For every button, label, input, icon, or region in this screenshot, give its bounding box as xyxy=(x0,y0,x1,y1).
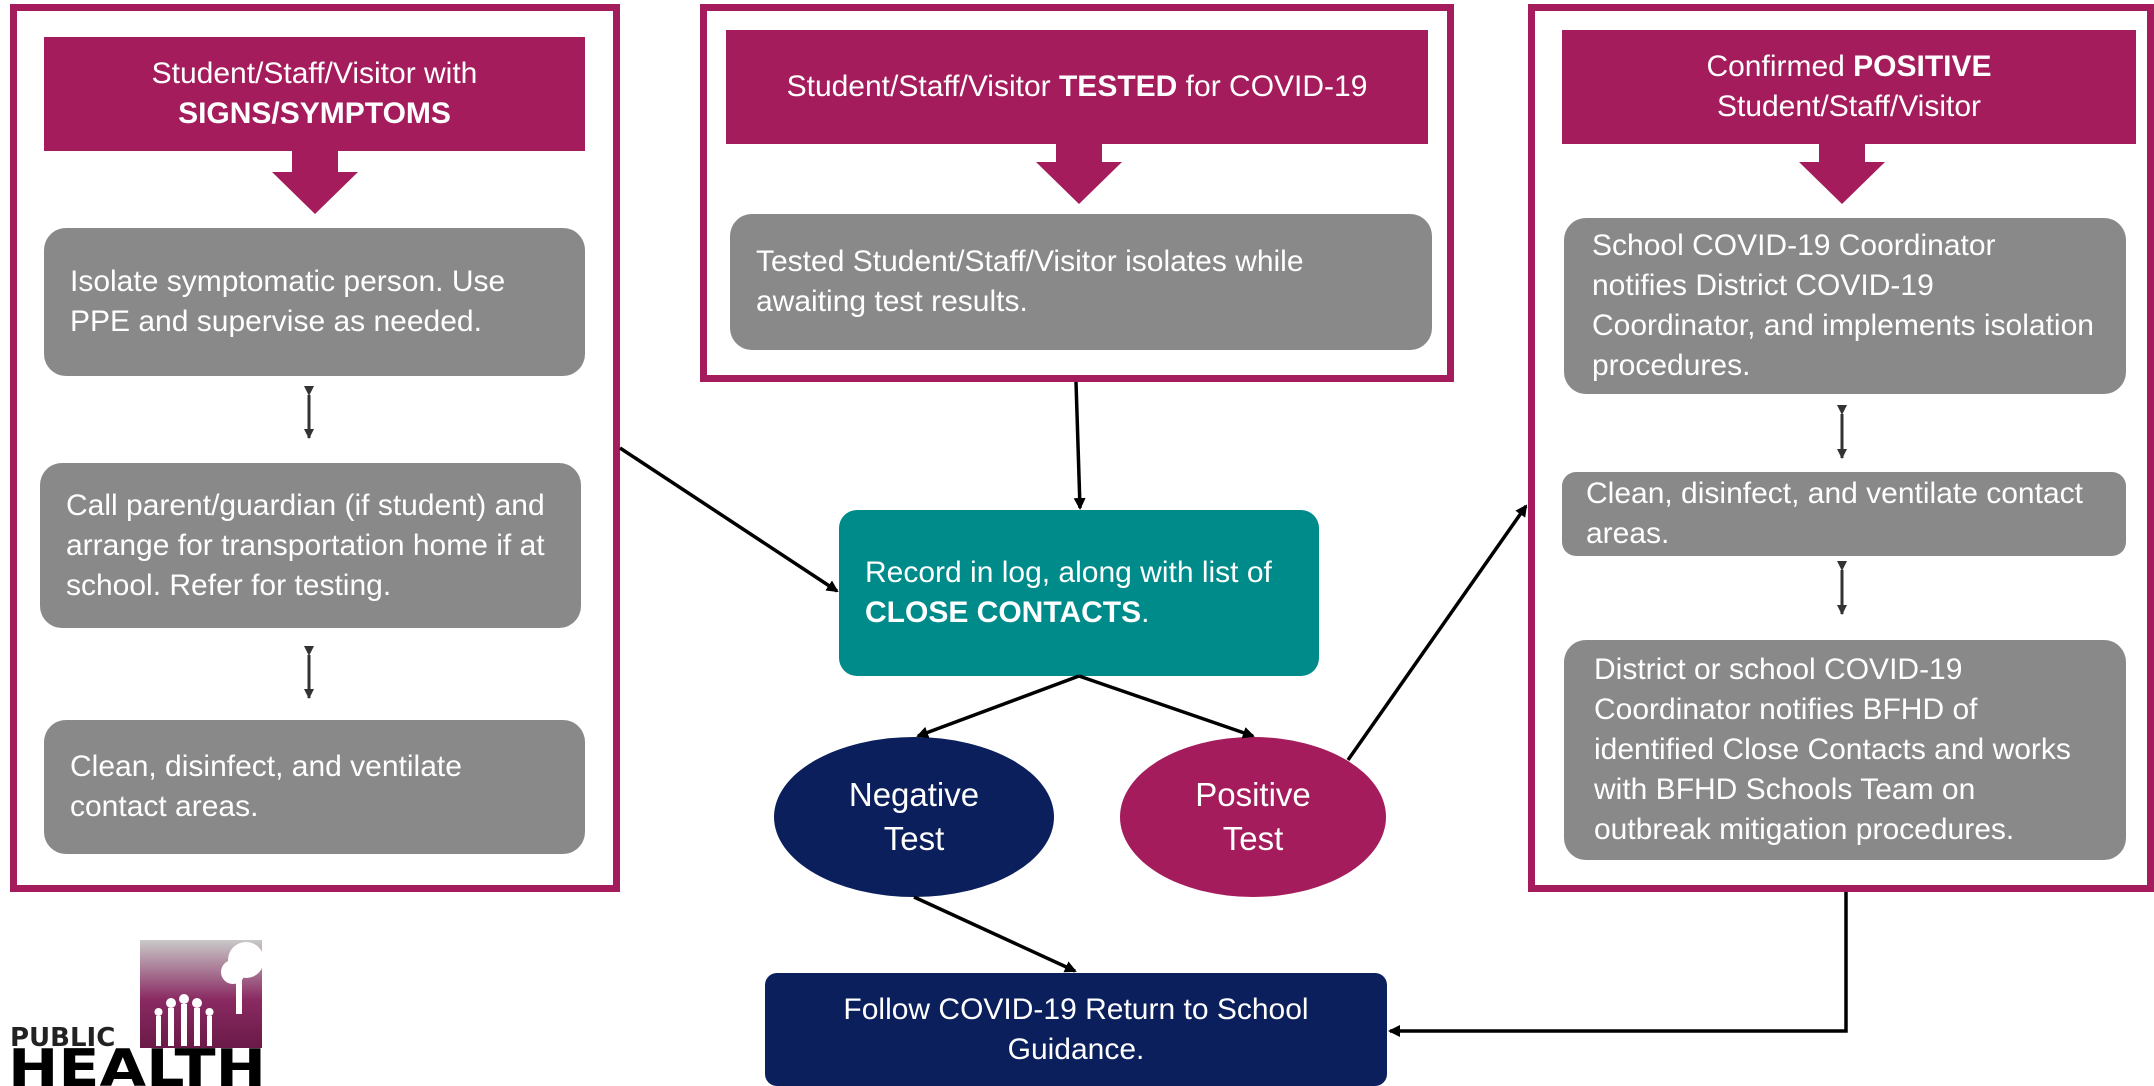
coordinator-notify-step-text: School COVID-19 Coordinator notifies Dis… xyxy=(1592,229,2094,382)
record-to-negative-arrow xyxy=(916,674,1080,739)
tested-down-arrow xyxy=(1036,144,1122,204)
await-results-step: Tested Student/Staff/Visitor isolates wh… xyxy=(730,214,1432,350)
clean-step-left: Clean, disinfect, and ventilate contact … xyxy=(44,720,585,854)
tested-header-text: Student/Staff/Visitor TESTED for COVID-1… xyxy=(786,70,1368,103)
clean-step-right: Clean, disinfect, and ventilate contact … xyxy=(1562,472,2126,556)
return-guidance-text: Follow COVID-19 Return to School Guidanc… xyxy=(843,992,1309,1066)
negative-test-node: Negative Test xyxy=(774,737,1054,897)
symptoms-down-arrow xyxy=(272,151,358,214)
panel-to-guidance-arrow xyxy=(1388,892,1848,1037)
symptoms-header-line1: Student/Staff/Visitor with xyxy=(151,57,478,90)
positive-test-node: Positive Test xyxy=(1120,737,1386,897)
clean-step-right-text: Clean, disinfect, and ventilate contact … xyxy=(1586,477,2083,550)
symptoms-to-record-arrow xyxy=(619,446,839,593)
isolate-step: Isolate symptomatic person. Use PPE and … xyxy=(44,228,585,376)
negative-test-line1: Negative xyxy=(848,776,980,813)
record-log-box: Record in log, along with list of CLOSE … xyxy=(839,510,1319,676)
positive-test-line2: Test xyxy=(1222,820,1284,857)
negative-test-line2: Test xyxy=(883,820,945,857)
logo-word-health: HEALTH xyxy=(8,1039,266,1086)
symptoms-header-bold: SIGNS/SYMPTOMS xyxy=(178,97,451,130)
tested-to-record-arrow xyxy=(1073,381,1086,510)
record-to-positive-arrow xyxy=(1078,674,1255,739)
tested-header: Student/Staff/Visitor TESTED for COVID-1… xyxy=(726,30,1428,144)
positive-header-line1: Confirmed POSITIVE xyxy=(1706,50,1992,83)
positive-header: Confirmed POSITIVE Student/Staff/Visitor xyxy=(1562,30,2136,144)
positive-header-line2: Student/Staff/Visitor xyxy=(1716,90,1982,123)
symptoms-header: Student/Staff/Visitor with SIGNS/SYMPTOM… xyxy=(44,37,585,151)
positive-to-panel-arrow xyxy=(1346,504,1528,762)
negative-to-guidance-arrow xyxy=(913,895,1077,973)
call-parent-step: Call parent/guardian (if student) and ar… xyxy=(40,463,581,628)
record-log-text: Record in log, along with list of CLOSE … xyxy=(865,556,1272,629)
public-health-logo: PUBLIC HEALTH xyxy=(8,940,266,1086)
bfhd-notify-step: District or school COVID-19 Coordinator … xyxy=(1564,640,2126,860)
positive-down-arrow xyxy=(1799,144,1885,204)
call-parent-step-text: Call parent/guardian (if student) and ar… xyxy=(66,488,545,602)
positive-test-line1: Positive xyxy=(1195,776,1311,813)
return-guidance-box: Follow COVID-19 Return to School Guidanc… xyxy=(765,973,1387,1086)
await-results-step-text: Tested Student/Staff/Visitor isolates wh… xyxy=(756,245,1304,318)
coordinator-notify-step: School COVID-19 Coordinator notifies Dis… xyxy=(1564,218,2126,394)
clean-step-left-text: Clean, disinfect, and ventilate contact … xyxy=(70,750,462,823)
logo-word-public: PUBLIC xyxy=(10,1023,115,1053)
isolate-step-text: Isolate symptomatic person. Use PPE and … xyxy=(70,265,506,338)
bfhd-notify-step-text: District or school COVID-19 Coordinator … xyxy=(1594,653,2071,846)
